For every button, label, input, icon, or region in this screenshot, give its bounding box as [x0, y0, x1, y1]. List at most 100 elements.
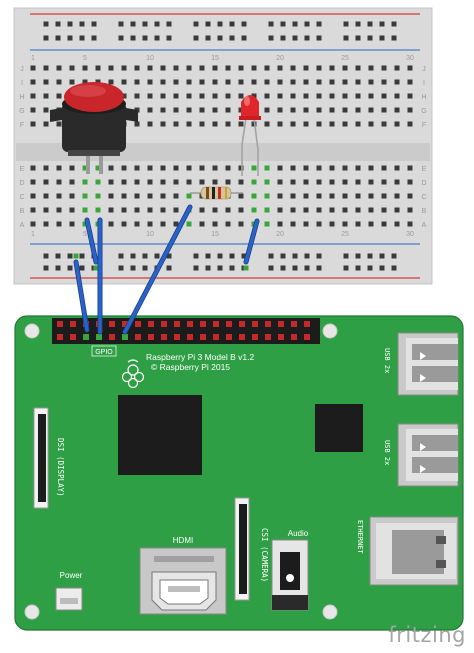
breadboard-hole	[407, 179, 413, 185]
row-letter: A	[422, 222, 427, 229]
rail-hole	[304, 35, 310, 41]
rail-hole	[91, 21, 97, 27]
breadboard-hole	[381, 207, 387, 213]
column-number: 10	[146, 231, 154, 238]
column-number: 5	[83, 55, 87, 62]
breadboard-hole	[381, 107, 387, 113]
gpio-pin	[187, 334, 193, 340]
breadboard-hole	[108, 65, 114, 71]
breadboard-hole	[394, 193, 400, 199]
csi-label: CSI (CAMERA)	[260, 528, 269, 582]
rail-hole	[67, 21, 73, 27]
row-letter: H	[19, 94, 24, 101]
breadboard-hole	[43, 93, 49, 99]
rail-hole	[118, 265, 124, 271]
breadboard-hole	[355, 221, 361, 227]
rail-hole	[217, 253, 223, 259]
row-letter: H	[421, 94, 426, 101]
breadboard-hole	[147, 193, 153, 199]
breadboard-hole	[56, 79, 62, 85]
breadboard-hole	[368, 179, 374, 185]
breadboard-hole	[368, 65, 374, 71]
breadboard-hole	[43, 107, 49, 113]
breadboard-hole	[316, 107, 322, 113]
breadboard-hole	[277, 107, 283, 113]
rail-hole	[55, 253, 61, 259]
breadboard-hole	[121, 79, 127, 85]
rail-hole	[343, 265, 349, 271]
gpio-pin	[226, 321, 232, 327]
breadboard-hole	[303, 79, 309, 85]
gpio-pin	[122, 334, 128, 340]
breadboard-hole	[173, 193, 179, 199]
rail-hole	[205, 21, 211, 27]
breadboard-hole	[277, 93, 283, 99]
breadboard-hole	[329, 207, 335, 213]
bottom-rail-holes	[43, 253, 397, 271]
breadboard-hole	[407, 193, 413, 199]
breadboard-hole	[30, 207, 36, 213]
rail-hole	[142, 21, 148, 27]
rail-hole	[67, 253, 73, 259]
gpio-pin	[226, 334, 232, 340]
rail-hole	[367, 21, 373, 27]
breadboard-hole	[355, 79, 361, 85]
breadboard-hole	[56, 65, 62, 71]
breadboard-hole	[160, 121, 166, 127]
breadboard-hole	[82, 193, 88, 199]
column-number: 30	[406, 231, 414, 238]
rail-hole	[268, 21, 274, 27]
breadboard-hole	[186, 93, 192, 99]
breadboard-hole	[134, 221, 140, 227]
breadboard-hole	[56, 193, 62, 199]
hdmi-port	[139, 547, 227, 615]
rail-hole	[367, 253, 373, 259]
breadboard-hole	[95, 193, 101, 199]
breadboard-hole	[95, 79, 101, 85]
breadboard-hole	[199, 93, 205, 99]
breadboard-hole	[56, 207, 62, 213]
usb-label-top: USB 2x	[383, 348, 391, 373]
rail-hole	[355, 21, 361, 27]
breadboard-hole	[290, 207, 296, 213]
breadboard-hole	[160, 79, 166, 85]
rail-hole	[118, 35, 124, 41]
breadboard-hole	[303, 221, 309, 227]
rail-hole	[55, 21, 61, 27]
breadboard-hole	[186, 107, 192, 113]
breadboard-hole	[264, 79, 270, 85]
breadboard-hole	[251, 207, 257, 213]
breadboard-hole	[82, 65, 88, 71]
breadboard-hole	[30, 221, 36, 227]
soc-chip	[118, 395, 202, 475]
breadboard-hole	[225, 65, 231, 71]
rail-hole	[205, 253, 211, 259]
breadboard-hole	[95, 165, 101, 171]
breadboard-hole	[30, 65, 36, 71]
rail-hole	[79, 265, 85, 271]
wire-button-gnd	[85, 218, 98, 264]
rail-hole	[316, 253, 322, 259]
breadboard-hole	[69, 221, 75, 227]
breadboard-hole	[173, 179, 179, 185]
breadboard-hole	[238, 93, 244, 99]
breadboard-hole	[199, 121, 205, 127]
gpio-pin	[213, 321, 219, 327]
breadboard-hole	[199, 107, 205, 113]
wire-led-gnd	[244, 219, 259, 264]
raspberry-pi-board: GPIO Raspberry Pi 3 Model B v1.2 © Raspb…	[14, 315, 464, 631]
breadboard-hole	[186, 221, 192, 227]
breadboard-hole	[186, 193, 192, 199]
power-label: Power	[60, 571, 83, 580]
breadboard-hole	[407, 79, 413, 85]
rail-hole	[79, 35, 85, 41]
breadboard-hole	[368, 79, 374, 85]
rail-hole	[367, 35, 373, 41]
breadboard-hole	[329, 79, 335, 85]
row-letter: D	[421, 180, 426, 187]
rail-hole	[91, 35, 97, 41]
breadboard-hole	[186, 179, 192, 185]
column-number: 30	[406, 55, 414, 62]
rail-hole	[241, 21, 247, 27]
